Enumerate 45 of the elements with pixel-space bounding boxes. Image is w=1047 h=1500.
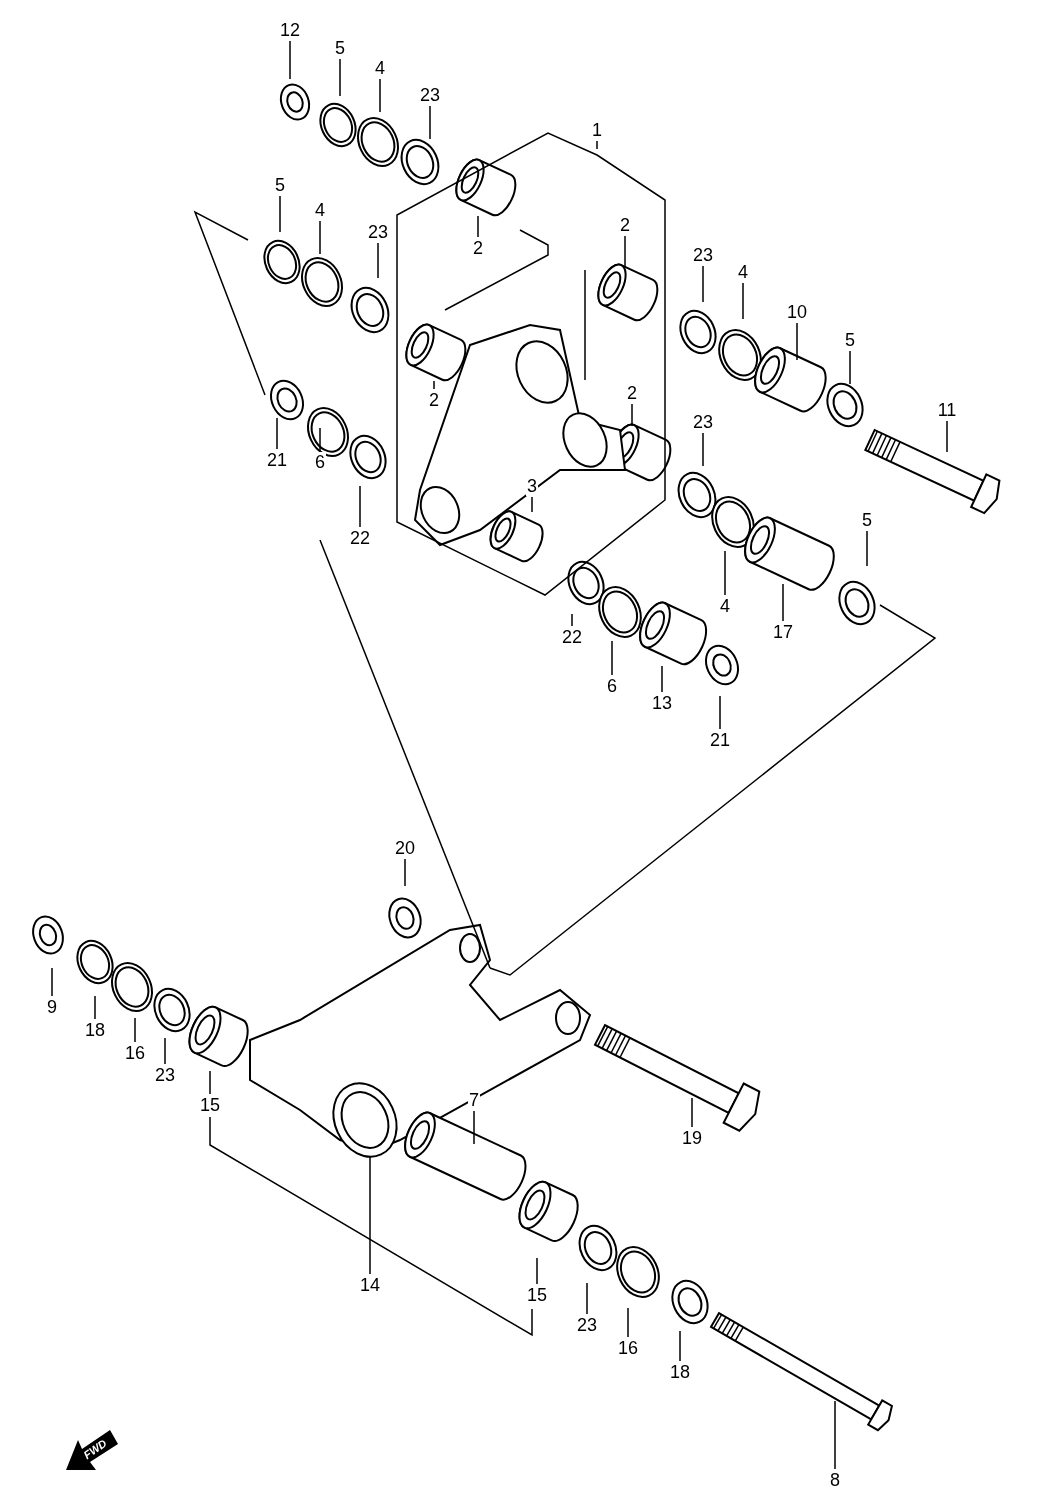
leader-line: [631, 403, 633, 427]
leader-line: [782, 583, 784, 622]
leader-line: [796, 322, 798, 361]
leader-line: [209, 1070, 211, 1095]
leader-line: [369, 1155, 371, 1275]
leader-line: [377, 242, 379, 279]
leader-line: [724, 550, 726, 596]
leader-line: [691, 1097, 693, 1128]
leader-line: [661, 665, 663, 693]
leader-line: [834, 1400, 836, 1470]
leader-line: [379, 78, 381, 113]
leader-line: [319, 220, 321, 255]
leader-line: [702, 432, 704, 467]
leader-line: [359, 485, 361, 528]
bracket-line: [209, 1116, 533, 1337]
leader-line: [279, 195, 281, 233]
leader-line: [319, 427, 321, 452]
leader-line: [477, 215, 479, 238]
leader-line: [742, 282, 744, 320]
leader-line: [627, 1307, 629, 1338]
leader-line: [596, 140, 598, 150]
leader-line: [404, 858, 406, 887]
callout-number: 3: [526, 476, 538, 496]
leader-line: [702, 265, 704, 303]
leader-line: [94, 995, 96, 1020]
leader-line: [849, 350, 851, 385]
leader-line: [134, 1017, 136, 1043]
leader-line: [679, 1330, 681, 1362]
leader-line: [339, 58, 341, 97]
leader-line: [571, 613, 573, 627]
leader-line: [164, 1037, 166, 1065]
leader-line: [531, 496, 533, 513]
leader-line: [433, 380, 435, 390]
leader-line: [51, 967, 53, 997]
leader-line: [946, 420, 948, 453]
leader-line: [866, 530, 868, 567]
leader-line: [429, 105, 431, 140]
leader-line: [719, 695, 721, 730]
leader-line: [289, 40, 291, 80]
leader-line: [536, 1257, 538, 1285]
leader-line: [624, 235, 626, 267]
leader-line: [276, 417, 278, 450]
leader-line: [473, 1110, 475, 1145]
leader-line: [611, 640, 613, 676]
leader-line: [586, 1282, 588, 1315]
